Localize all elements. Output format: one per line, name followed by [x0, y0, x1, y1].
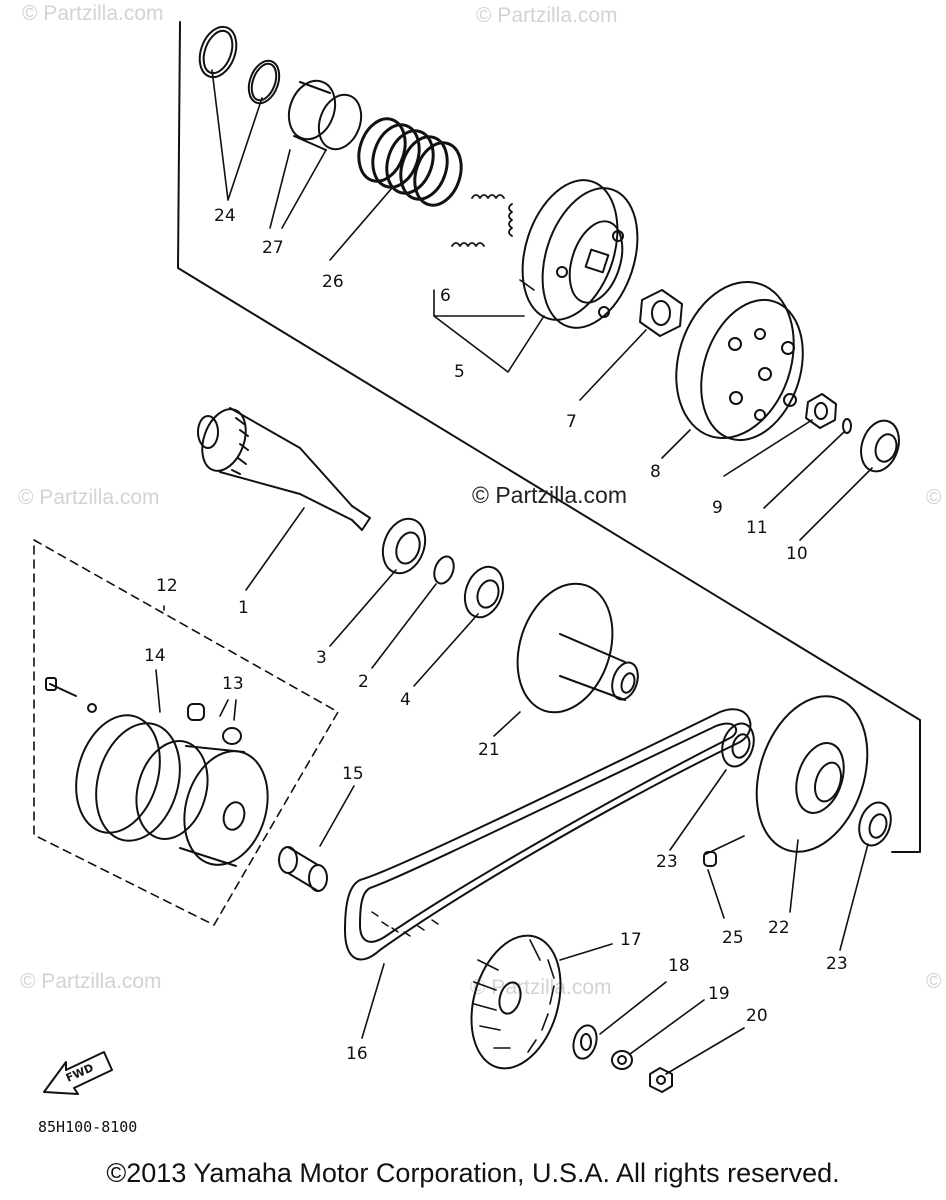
watermark-bottom-center: © Partzilla.com — [470, 976, 612, 999]
callout-16: 16 — [346, 1044, 368, 1064]
sliding-sheave-14 — [75, 714, 269, 867]
v-belt-16 — [344, 708, 752, 961]
callout-22: 22 — [768, 918, 790, 938]
circlip-2 — [433, 555, 455, 585]
callout-11: 11 — [746, 518, 768, 538]
small-springs — [451, 194, 513, 247]
callout-13: 13 — [222, 674, 244, 694]
watermark-mid-left: © Partzilla.com — [18, 486, 160, 509]
callout-10: 10 — [786, 544, 808, 564]
callout-1: 1 — [238, 598, 249, 618]
roller-weights-13 — [187, 703, 242, 745]
callout-6: 6 — [440, 286, 451, 306]
diagram-code: 85H100-8100 — [38, 1118, 138, 1136]
watermark-right-edge-bottom: © — [926, 970, 942, 993]
clutch-carrier-5 — [521, 179, 639, 329]
watermark-center: © Partzilla.com — [472, 482, 627, 508]
secondary-sheave-22 — [755, 695, 869, 853]
callout-12: 12 — [156, 576, 178, 596]
callout-27: 27 — [262, 238, 284, 258]
nut-9 — [805, 393, 837, 429]
fan-pulley-17 — [470, 934, 562, 1070]
o-ring-24 — [198, 25, 281, 105]
compression-spring-26 — [357, 117, 463, 207]
fixed-sheave-21 — [516, 582, 639, 714]
callout-21: 21 — [478, 740, 500, 760]
callout-7: 7 — [566, 412, 577, 432]
watermark-top-right: © Partzilla.com — [476, 4, 618, 27]
callout-23-upper: 23 — [656, 852, 678, 872]
callout-9: 9 — [712, 498, 723, 518]
callout-24: 24 — [214, 206, 236, 226]
copyright-notice: ©2013 Yamaha Motor Corporation, U.S.A. A… — [106, 1158, 840, 1188]
primary-shaft-1 — [197, 407, 371, 531]
callout-18: 18 — [668, 956, 690, 976]
callout-26: 26 — [322, 272, 344, 292]
assembly-boundary — [177, 21, 921, 853]
leader-lines — [155, 69, 873, 1075]
bearing-3 — [381, 517, 427, 575]
watermark-top-left: © Partzilla.com — [22, 2, 164, 25]
clutch-housing-8 — [675, 280, 804, 442]
bearing-4 — [463, 565, 505, 619]
callout-19: 19 — [708, 984, 730, 1004]
callout-20: 20 — [746, 1006, 768, 1026]
bearing-23b — [858, 801, 892, 847]
washer-11 — [842, 418, 852, 434]
nut-20 — [649, 1067, 673, 1093]
collar-27 — [287, 79, 363, 151]
callout-8: 8 — [650, 462, 661, 482]
collar-15 — [278, 846, 328, 892]
fwd-arrow-icon: FWD — [43, 1051, 113, 1095]
callout-2: 2 — [358, 672, 369, 692]
bearing-10 — [860, 419, 900, 473]
washer-19 — [611, 1050, 633, 1070]
nut-7 — [639, 289, 683, 337]
callout-5: 5 — [454, 362, 465, 382]
callout-25: 25 — [722, 928, 744, 948]
washer-18 — [572, 1024, 598, 1060]
callout-3: 3 — [316, 648, 327, 668]
callout-15: 15 — [342, 764, 364, 784]
callout-23-lower: 23 — [826, 954, 848, 974]
watermark-right-edge-top: © — [926, 486, 942, 509]
bearing-23a — [721, 722, 755, 768]
callout-14: 14 — [144, 646, 166, 666]
watermark-bottom-left: © Partzilla.com — [20, 970, 162, 993]
primary-sheave-group-box — [33, 539, 339, 926]
callout-4: 4 — [400, 690, 411, 710]
callout-17: 17 — [620, 930, 642, 950]
screw — [45, 677, 97, 713]
